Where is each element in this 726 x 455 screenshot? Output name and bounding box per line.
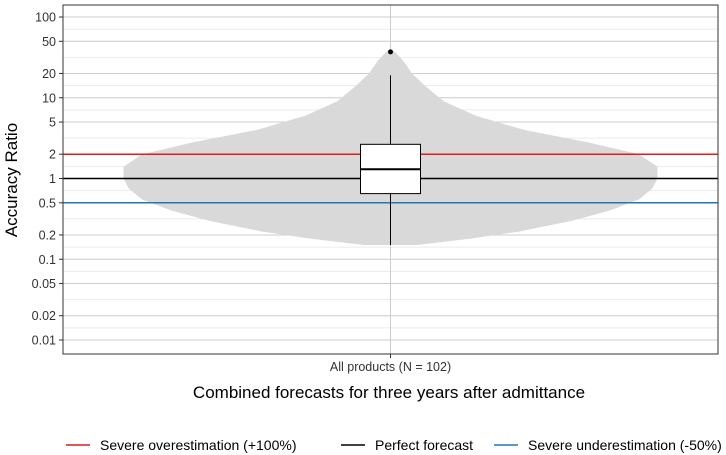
y-tick-label: 50: [42, 35, 56, 49]
y-tick-label: 100: [35, 11, 56, 25]
legend-label: Perfect forecast: [375, 437, 473, 453]
outlier-point: [388, 49, 393, 55]
y-tick-label: 20: [42, 67, 56, 81]
legend: Severe overestimation (+100%) Perfect for…: [66, 437, 722, 453]
y-tick-label: 0.02: [32, 309, 56, 323]
y-tick-label: 5: [49, 116, 56, 130]
x-axis-ticks: All products (N = 102): [330, 354, 451, 374]
y-tick-label: 0.1: [39, 253, 56, 267]
x-axis-title: Combined forecasts for three years after…: [193, 383, 585, 402]
y-tick-label: 1: [49, 172, 56, 186]
y-tick-label: 2: [49, 148, 56, 162]
y-tick-label: 0.2: [39, 228, 56, 242]
y-axis-title: Accuracy Ratio: [2, 123, 21, 237]
y-tick-label: 0.05: [32, 277, 56, 291]
y-axis-ticks: 0.01 0.02 0.05 0.1 0.2 0.5 1 2 5 10 20 50 100: [32, 11, 63, 348]
legend-label: Severe overestimation (+100%): [100, 437, 297, 453]
y-tick-label: 0.5: [39, 196, 56, 210]
boxplot: [360, 49, 421, 246]
y-tick-label: 10: [42, 91, 56, 105]
y-tick-label: 0.01: [32, 334, 56, 348]
legend-label: Severe underestimation (-50%): [528, 437, 722, 453]
x-tick-label: All products (N = 102): [330, 360, 451, 374]
